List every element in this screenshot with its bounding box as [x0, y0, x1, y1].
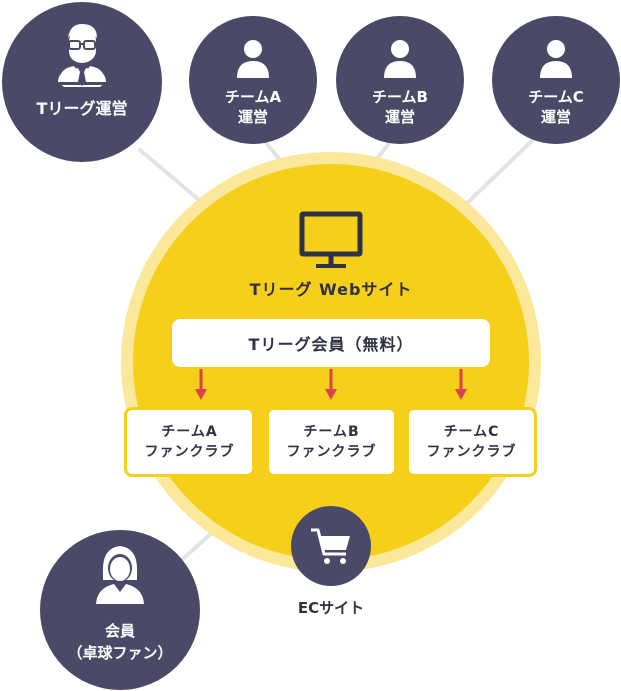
team-b-operator-circle — [336, 16, 464, 144]
website-label: Tリーグ Webサイト — [249, 280, 413, 299]
team-b-name: チームB — [372, 88, 428, 106]
fanclub-team-b: チームB ファンクラブ — [266, 407, 397, 477]
team-a-operator-circle — [189, 16, 317, 144]
fanclub-team-c: チームC ファンクラブ — [406, 407, 537, 477]
ec-site-label: ECサイト — [297, 599, 365, 617]
team-b-role: 運営 — [384, 108, 415, 126]
fanclub-label: ファンクラブ — [144, 444, 235, 460]
arrows — [195, 369, 467, 400]
shopping-cart-icon — [311, 528, 350, 564]
fanclub-label: ファンクラブ — [286, 444, 377, 460]
arrow-to-team-a — [195, 369, 207, 400]
team-b-operator-label: チームB 運営 — [350, 87, 450, 127]
league-operator-label: Tリーグ運営 — [36, 99, 128, 118]
league-membership-label: Tリーグ会員（無料） — [248, 335, 414, 354]
member-circle — [40, 530, 200, 690]
team-c-operator-circle — [492, 16, 620, 144]
team-a-operator-label: チームA 運営 — [203, 87, 303, 127]
fanclub-label: ファンクラブ — [426, 444, 517, 460]
member-label: 会員 （卓球ファン） — [50, 620, 190, 664]
businessman-with-glasses-icon — [56, 24, 108, 87]
fanclub-team-a: チームA ファンクラブ — [124, 407, 255, 477]
person-icon — [540, 40, 572, 78]
fanclub-team-name: チームB — [303, 424, 360, 440]
member-description: （卓球ファン） — [67, 644, 173, 662]
connector-league — [138, 148, 207, 207]
fanclub-team-name: チームC — [443, 424, 500, 440]
team-c-operator-label: チームC 運営 — [506, 87, 606, 127]
team-a-name: チームA — [224, 88, 282, 106]
arrow-to-team-c — [455, 369, 467, 400]
arrow-to-team-b — [325, 369, 337, 400]
team-a-role: 運営 — [237, 108, 268, 126]
team-c-role: 運営 — [540, 108, 571, 126]
member-role: 会員 — [104, 622, 135, 640]
woman-icon — [96, 546, 144, 604]
league-membership-box: Tリーグ会員（無料） — [172, 319, 490, 367]
person-icon — [384, 40, 416, 78]
fanclub-team-name: チームA — [161, 424, 218, 440]
person-icon — [237, 40, 269, 78]
connector-team-c — [463, 136, 537, 207]
team-c-name: チームC — [528, 88, 584, 106]
monitor-icon — [299, 211, 363, 268]
